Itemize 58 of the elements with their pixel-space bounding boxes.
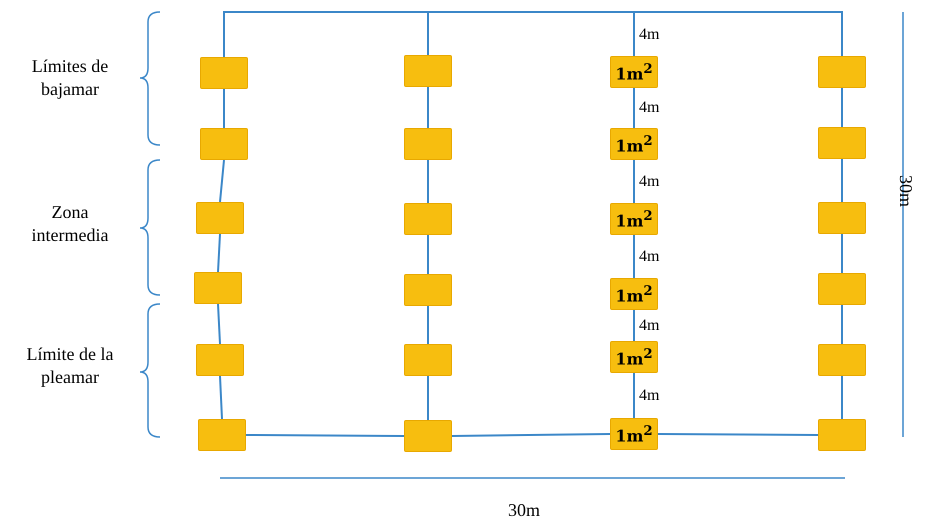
zone-label: Zona intermedia bbox=[30, 201, 110, 247]
quadrat-square bbox=[610, 278, 658, 310]
transect-line bbox=[427, 87, 429, 128]
transect-line bbox=[219, 160, 225, 202]
area-label: 1m$^{2}$ bbox=[615, 282, 653, 306]
transect-line bbox=[633, 373, 635, 418]
transect-line bbox=[841, 376, 843, 419]
quadrat-square bbox=[196, 344, 244, 376]
quadrat-square bbox=[818, 202, 866, 234]
area-label: 1m$^{2}$ bbox=[615, 132, 653, 156]
transect-line bbox=[219, 376, 223, 420]
quadrat-square bbox=[404, 203, 452, 235]
dimension-label: 30m bbox=[508, 500, 540, 521]
transect-line bbox=[633, 160, 635, 203]
transect-line bbox=[841, 234, 843, 273]
quadrat-square bbox=[610, 341, 658, 373]
quadrat-square bbox=[404, 128, 452, 160]
transect-line bbox=[427, 306, 429, 344]
quadrat-square bbox=[404, 420, 452, 452]
transect-line bbox=[217, 234, 221, 272]
quadrat-square bbox=[404, 274, 452, 306]
quadrat-square bbox=[818, 127, 866, 159]
area-label: 1m$^{2}$ bbox=[615, 60, 653, 84]
transect-line bbox=[427, 160, 429, 203]
quadrat-square bbox=[818, 273, 866, 305]
transect-line bbox=[223, 89, 225, 128]
transect-line bbox=[841, 159, 843, 202]
transect-line bbox=[427, 376, 429, 420]
quadrat-square bbox=[818, 344, 866, 376]
quadrat-square bbox=[198, 419, 246, 451]
quadrat-square bbox=[818, 419, 866, 451]
quadrat-square bbox=[404, 55, 452, 87]
transect-line bbox=[633, 88, 635, 128]
zone-label: Límite de la pleamar bbox=[26, 343, 114, 389]
transect-line bbox=[841, 305, 843, 344]
quadrat-square bbox=[610, 128, 658, 160]
transect-line bbox=[452, 433, 610, 437]
quadrat-square bbox=[194, 272, 242, 304]
quadrat-square bbox=[818, 56, 866, 88]
transect-line bbox=[217, 304, 221, 344]
transect-line bbox=[841, 88, 843, 127]
quadrat-square bbox=[200, 57, 248, 89]
transect-line bbox=[633, 235, 635, 278]
transect-line bbox=[633, 310, 635, 341]
transect-line bbox=[658, 433, 818, 436]
quadrat-square bbox=[404, 344, 452, 376]
area-label: 1m$^{2}$ bbox=[615, 422, 653, 446]
quadrat-square bbox=[196, 202, 244, 234]
transect-line bbox=[246, 434, 404, 437]
transect-line bbox=[427, 235, 429, 274]
quadrat-square bbox=[610, 203, 658, 235]
quadrat-square bbox=[610, 418, 658, 450]
zone-label: Límites de bajamar bbox=[30, 55, 110, 101]
quadrat-square bbox=[610, 56, 658, 88]
dimension-label: 30m bbox=[895, 175, 916, 208]
quadrat-square bbox=[200, 128, 248, 160]
area-label: 1m$^{2}$ bbox=[615, 346, 653, 368]
area-label: 1m$^{2}$ bbox=[615, 208, 653, 230]
